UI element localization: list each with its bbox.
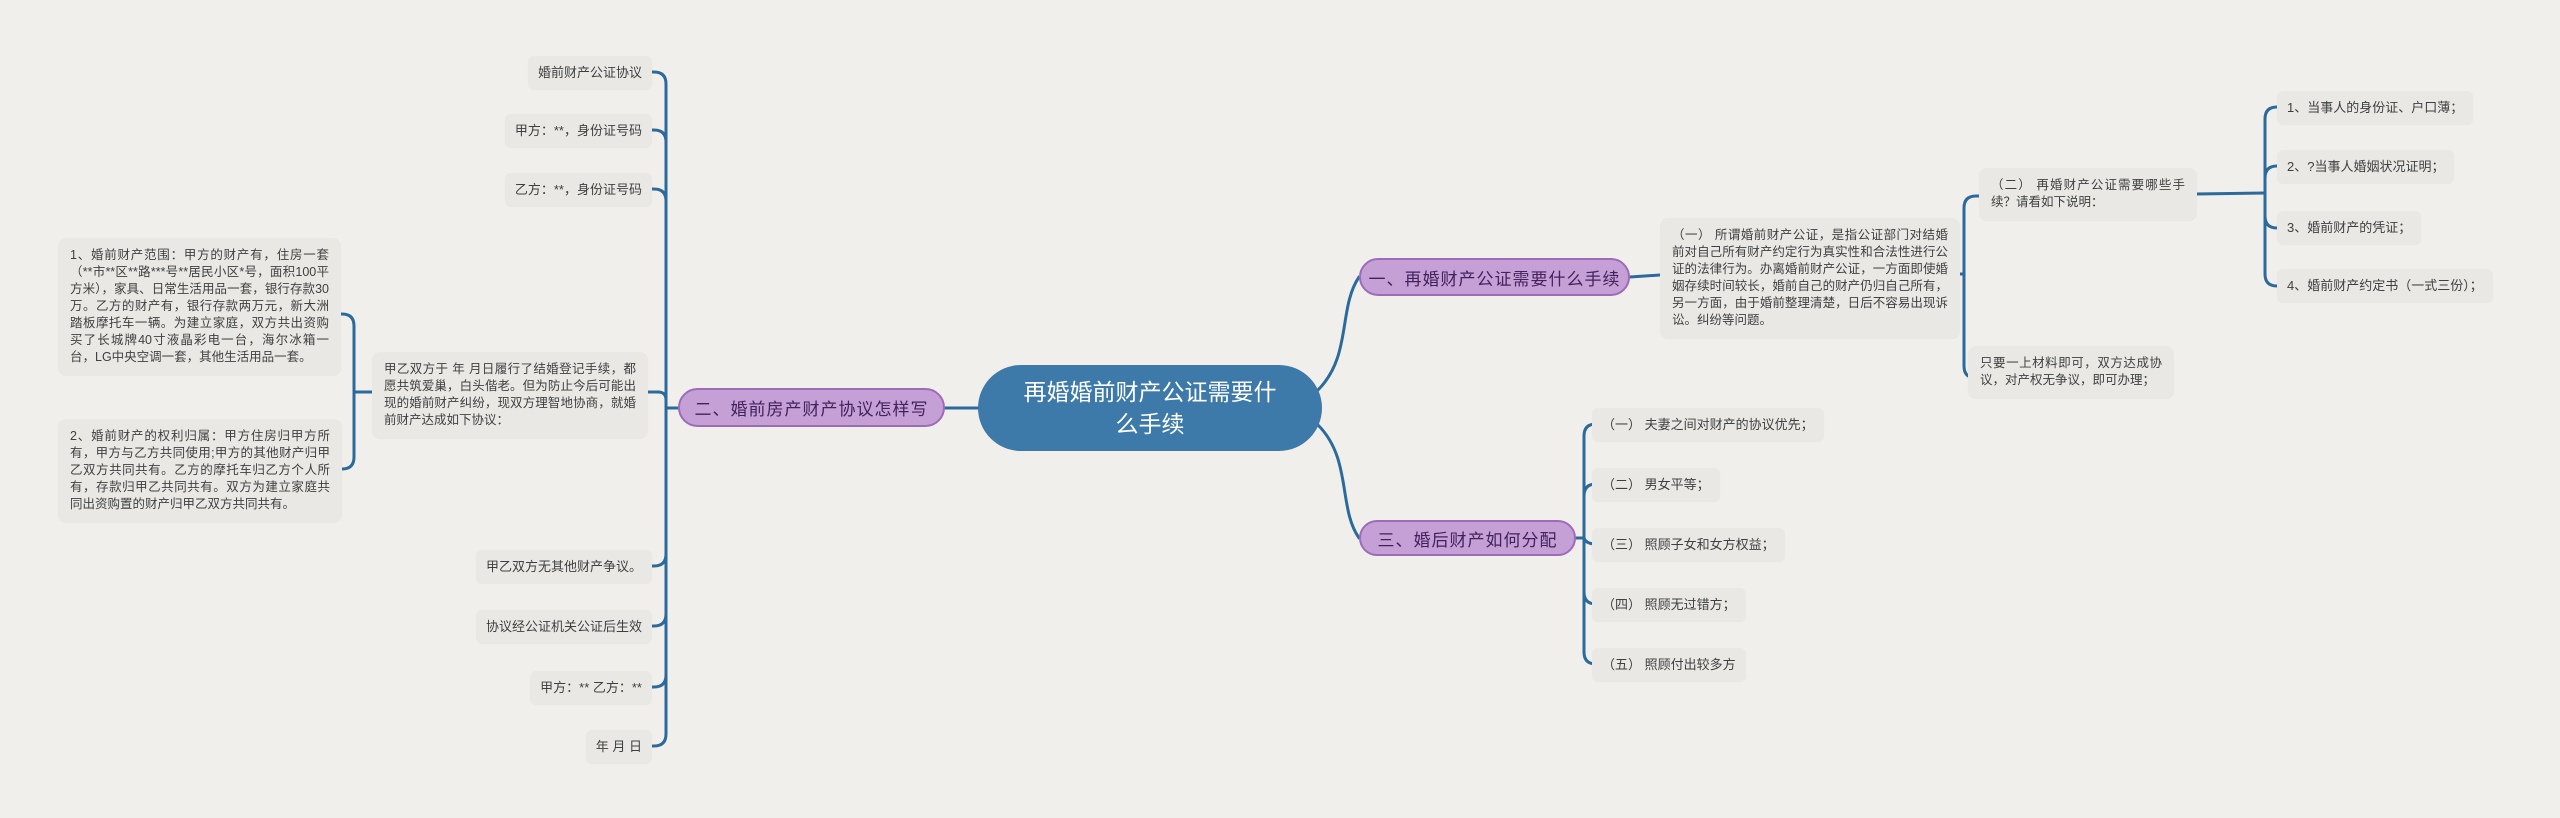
branch-3-pill[interactable]: 三、婚后财产如何分配 [1359, 520, 1576, 556]
node-agreement-preamble[interactable]: 甲乙双方于 年 月日履行了结婚登记手续，都愿共筑爱巢，白头偕老。但为防止今后可能… [372, 352, 648, 438]
node-date[interactable]: 年 月 日 [585, 730, 652, 763]
node-division-rule-5[interactable]: （五） 照顾付出较多方 [1592, 648, 1746, 681]
node-effective-after-notary[interactable]: 协议经公证机关公证后生效 [475, 610, 652, 643]
node-no-other-dispute[interactable]: 甲乙双方无其他财产争议。 [475, 550, 652, 583]
node-division-rule-2[interactable]: （二） 男女平等； [1592, 468, 1720, 501]
node-clause-2-property-rights[interactable]: 2、婚前财产的权利归属：甲方住房归甲方所有，甲方与乙方共同使用;甲方的其他财产归… [58, 419, 342, 522]
branch-2-pill[interactable]: 二、婚前房产财产协议怎样写 [678, 388, 945, 427]
node-agreement-title[interactable]: 婚前财产公证协议 [527, 56, 652, 89]
node-division-rule-4[interactable]: （四） 照顾无过错方； [1592, 588, 1746, 621]
node-material-3[interactable]: 3、婚前财产的凭证； [2277, 211, 2422, 244]
branch-1-pill[interactable]: 一、再婚财产公证需要什么手续 [1359, 258, 1630, 296]
node-clause-1-property-scope[interactable]: 1、婚前财产范围：甲方的财产有，住房一套（**市**区**路***号**居民小区… [58, 238, 341, 375]
node-division-rule-1[interactable]: （一） 夫妻之间对财产的协议优先； [1592, 408, 1824, 441]
node-material-2[interactable]: 2、?当事人婚姻状况证明； [2277, 150, 2455, 183]
node-party-a-id[interactable]: 甲方：**，身份证号码 [504, 114, 652, 147]
node-material-1[interactable]: 1、当事人的身份证、户口薄； [2277, 91, 2474, 124]
central-topic[interactable]: 再婚婚前财产公证需要什么手续 [978, 365, 1322, 451]
node-materials-note[interactable]: 只要一上材料即可，双方达成协议，对产权无争议，即可办理； [1968, 346, 2174, 398]
node-material-4[interactable]: 4、婚前财产约定书（一式三份）； [2277, 269, 2493, 302]
node-party-b-id[interactable]: 乙方：**，身份证号码 [504, 173, 652, 206]
node-notary-definition[interactable]: （一） 所谓婚前财产公证，是指公证部门对结婚前对自己所有财产约定行为真实性和合法… [1660, 218, 1960, 338]
node-signatures[interactable]: 甲方：** 乙方：** [530, 671, 652, 704]
node-division-rule-3[interactable]: （三） 照顾子女和女方权益； [1592, 528, 1785, 561]
node-required-procedures-intro[interactable]: （二） 再婚财产公证需要哪些手续？请看如下说明： [1979, 168, 2197, 220]
